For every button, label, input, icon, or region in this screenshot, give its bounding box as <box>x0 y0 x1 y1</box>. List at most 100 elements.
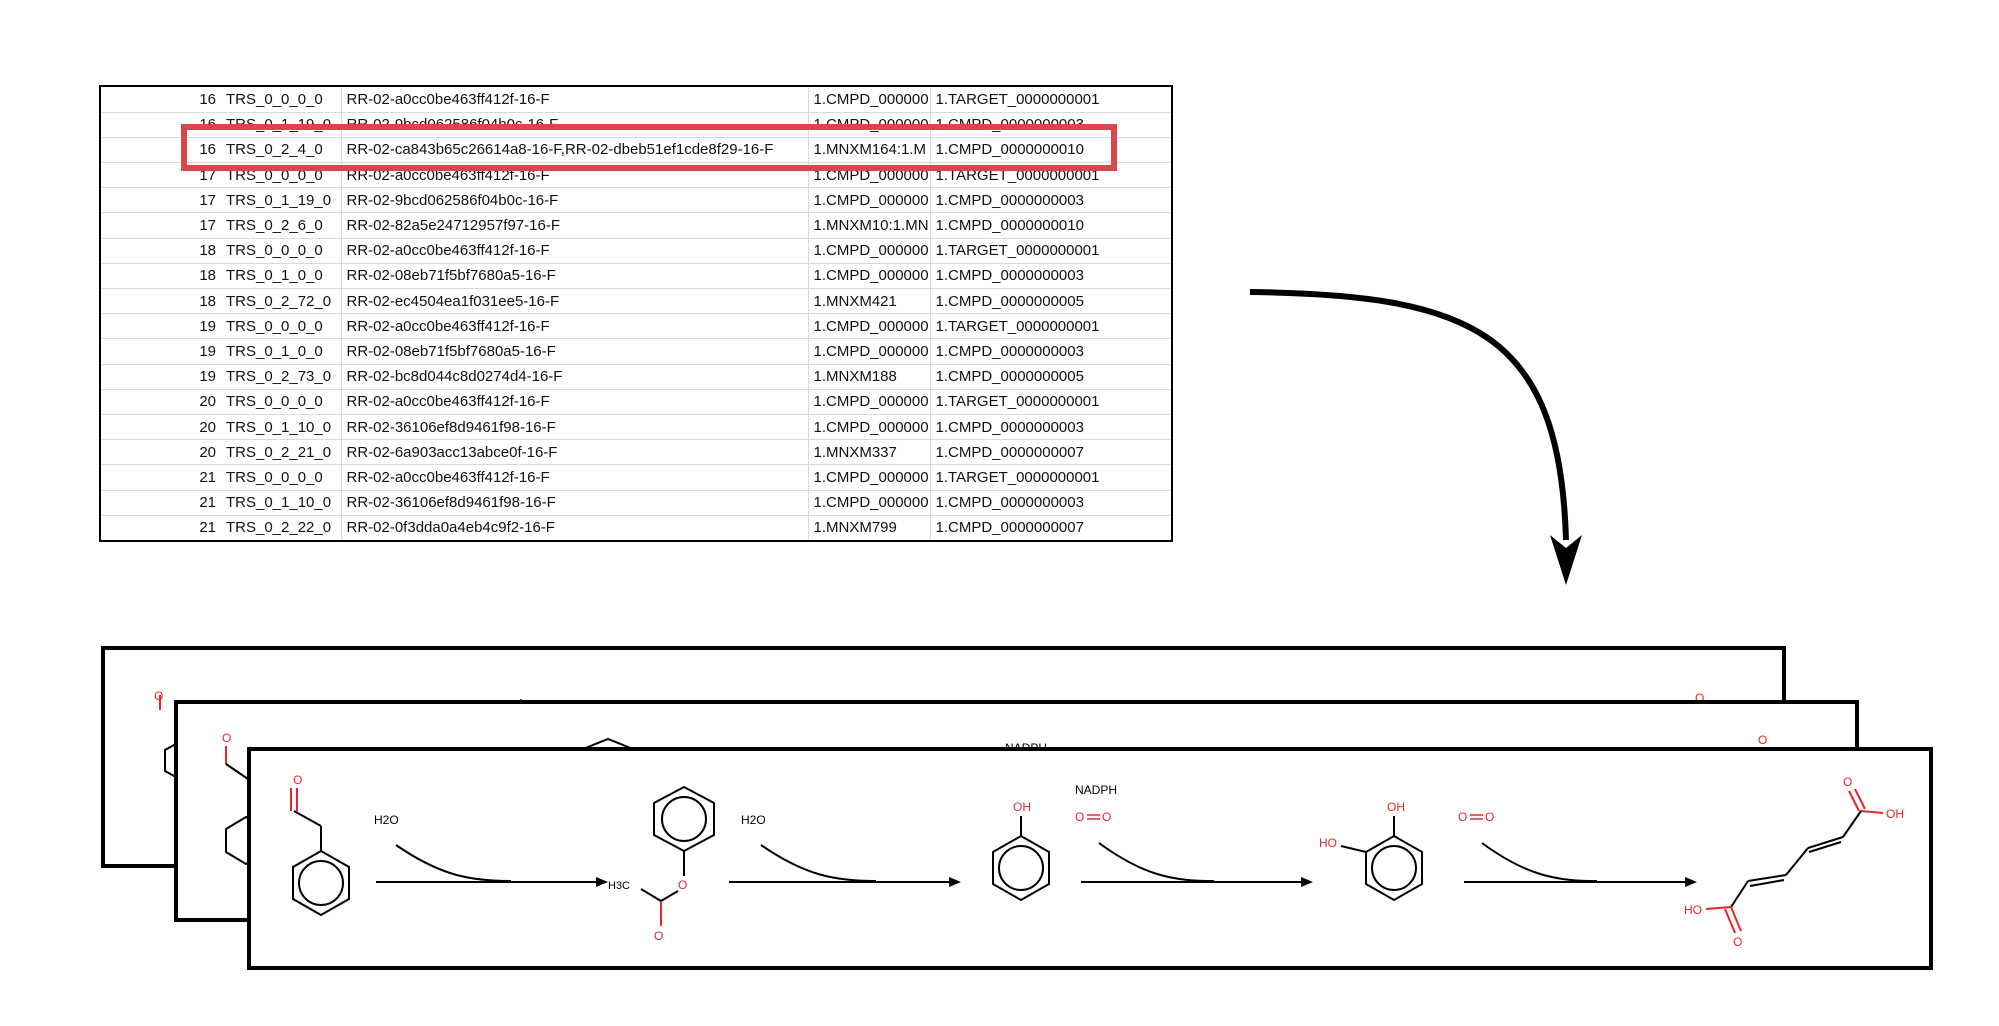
svg-text:H2O: H2O <box>741 813 766 827</box>
molecule-phenyl-acetate: O O H3C <box>608 785 715 943</box>
svg-text:O: O <box>1485 810 1494 824</box>
table-cell-num: 19 <box>101 364 221 390</box>
table-cell-trs: TRS_0_0_0_0 <box>221 238 342 264</box>
table-cell-num: 18 <box>101 263 221 290</box>
table-cell-num: 18 <box>101 238 221 264</box>
svg-text:O: O <box>1075 810 1084 824</box>
svg-text:O: O <box>678 878 687 892</box>
table-cell-trs: TRS_0_0_0_0 <box>221 313 342 340</box>
table-cell-num: 21 <box>101 464 221 491</box>
table-cell-c4: 1.CMPD_000000 <box>808 389 931 415</box>
svg-text:HO: HO <box>1319 836 1337 850</box>
table-cell-num: 20 <box>101 439 221 466</box>
table-cell-c5: 1.CMPD_0000000010 <box>930 212 1171 239</box>
table-cell-rr: RR-02-82a5e24712957f97-16-F <box>341 212 809 239</box>
table-cell-rr: RR-02-ca843b65c26614a8-16-F,RR-02-dbeb51… <box>341 137 809 164</box>
molecule-phenol: OH <box>992 800 1050 902</box>
svg-text:O: O <box>293 773 302 787</box>
pathway-panel-front: O H2O O O H3C H2O <box>247 747 1933 970</box>
table-cell-num: 20 <box>101 389 221 415</box>
table-cell-c4: 1.CMPD_000000 <box>808 187 931 214</box>
table-cell-rr: RR-02-36106ef8d9461f98-16-F <box>341 414 809 441</box>
table-cell-c5: 1.CMPD_0000000003 <box>930 263 1171 290</box>
table-cell-c5: 1.TARGET_0000000001 <box>930 389 1171 415</box>
table-cell-num: 21 <box>101 515 221 540</box>
molecule-phenylacetaldehyde: O <box>290 773 350 917</box>
table-cell-c4: 1.CMPD_000000 <box>808 87 931 113</box>
table-cell-num: 16 <box>101 137 221 164</box>
table-cell-c5: 1.CMPD_0000000007 <box>930 515 1171 540</box>
oxygen-label: O <box>154 689 163 703</box>
reaction-arrow-2: H2O <box>729 813 961 887</box>
table-cell-trs: TRS_0_0_0_0 <box>221 389 342 415</box>
table-cell-rr: RR-02-36106ef8d9461f98-16-F <box>341 490 809 516</box>
table-cell-trs: TRS_0_1_0_0 <box>221 338 342 365</box>
svg-text:O: O <box>1843 775 1852 789</box>
table-cell-trs: TRS_0_2_6_0 <box>221 212 342 239</box>
table-cell-c4: 1.CMPD_000000 <box>808 313 931 340</box>
svg-text:OH: OH <box>1013 800 1031 814</box>
svg-text:O: O <box>1458 810 1467 824</box>
table-cell-c5: 1.CMPD_0000000003 <box>930 490 1171 516</box>
table-cell-num: 19 <box>101 338 221 365</box>
table-cell-trs: TRS_0_2_4_0 <box>221 137 342 164</box>
reaction-arrow-3: NADPH O O <box>1075 783 1313 887</box>
table-cell-c4: 1.CMPD_000000 <box>808 238 931 264</box>
table-cell-c4: 1.CMPD_000000 <box>808 263 931 290</box>
table-cell-rr: RR-02-a0cc0be463ff412f-16-F <box>341 313 809 340</box>
table-cell-c4: 1.MNXM421 <box>808 288 931 315</box>
table-cell-num: 18 <box>101 288 221 315</box>
table-cell-num: 19 <box>101 313 221 340</box>
table-cell-c5: 1.CMPD_0000000003 <box>930 338 1171 365</box>
table-cell-c4: 1.MNXM10:1.MN <box>808 212 931 239</box>
reaction-arrow-4: O O <box>1458 810 1697 887</box>
table-cell-trs: TRS_0_2_73_0 <box>221 364 342 390</box>
oxygen-label: O <box>1695 691 1704 705</box>
oxygen-label: O <box>1758 733 1767 747</box>
svg-text:NADPH: NADPH <box>1075 783 1117 797</box>
table-cell-c5: 1.TARGET_0000000001 <box>930 238 1171 264</box>
table-cell-trs: TRS_0_0_0_0 <box>221 464 342 491</box>
svg-text:H3C: H3C <box>608 880 630 892</box>
selected-route-highlight <box>181 124 1117 171</box>
table-cell-rr: RR-02-0f3dda0a4eb4c9f2-16-F <box>341 515 809 540</box>
table-cell-c4: 1.CMPD_000000 <box>808 338 931 365</box>
oxygen-label: O <box>222 731 231 745</box>
table-cell-rr: RR-02-6a903acc13abce0f-16-F <box>341 439 809 466</box>
table-cell-c4: 1.MNXM188 <box>808 364 931 390</box>
svg-text:O: O <box>1733 935 1742 949</box>
table-cell-c5: 1.CMPD_0000000005 <box>930 364 1171 390</box>
table-cell-c5: 1.TARGET_0000000001 <box>930 87 1171 113</box>
svg-text:O: O <box>654 929 663 943</box>
svg-text:OH: OH <box>1387 800 1405 814</box>
table-cell-c4: 1.MNXM337 <box>808 439 931 466</box>
table-cell-c5: 1.CMPD_0000000007 <box>930 439 1171 466</box>
svg-text:H2O: H2O <box>374 813 399 827</box>
table-cell-c5: 1.CMPD_0000000010 <box>930 137 1171 164</box>
table-cell-rr: RR-02-08eb71f5bf7680a5-16-F <box>341 263 809 290</box>
table-cell-rr: RR-02-08eb71f5bf7680a5-16-F <box>341 338 809 365</box>
reaction-arrow-1: H2O <box>374 813 608 887</box>
table-cell-num: 17 <box>101 212 221 239</box>
table-cell-num: 16 <box>101 87 221 113</box>
table-cell-c5: 1.TARGET_0000000001 <box>930 464 1171 491</box>
table-cell-trs: TRS_0_2_22_0 <box>221 515 342 540</box>
table-cell-rr: RR-02-a0cc0be463ff412f-16-F <box>341 238 809 264</box>
table-cell-rr: RR-02-bc8d044c8d0274d4-16-F <box>341 364 809 390</box>
table-cell-rr: RR-02-9bcd062586f04b0c-16-F <box>341 187 809 214</box>
table-cell-trs: TRS_0_1_0_0 <box>221 263 342 290</box>
table-cell-num: 21 <box>101 490 221 516</box>
svg-text:OH: OH <box>1886 807 1904 821</box>
table-cell-rr: RR-02-a0cc0be463ff412f-16-F <box>341 389 809 415</box>
svg-text:HO: HO <box>1684 903 1702 917</box>
